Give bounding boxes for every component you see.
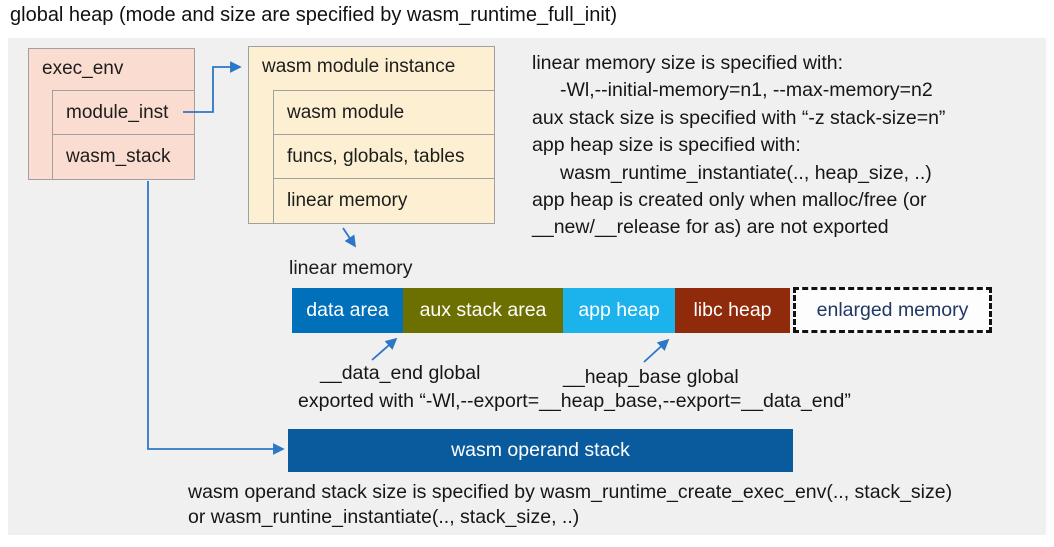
wasm-module-box: wasm module xyxy=(273,90,495,135)
note-line: __new/__release for as) are not exported xyxy=(532,216,889,239)
app-heap-label: app heap xyxy=(578,299,660,321)
heap-base-global-label: __heap_base global xyxy=(563,366,739,388)
wasm-module-label: wasm module xyxy=(287,101,405,123)
wasm-stack-box: wasm_stack xyxy=(52,134,195,180)
bottom-note-line2: or wasm_runtine_instantiate(.., stack_si… xyxy=(188,505,580,528)
exported-with-label: exported with “-Wl,--export=__heap_base,… xyxy=(298,390,851,412)
module-instance-box: wasm module instance wasm module funcs, … xyxy=(248,46,495,224)
wasm-operand-stack-label: wasm operand stack xyxy=(451,439,630,461)
funcs-globals-tables-label: funcs, globals, tables xyxy=(287,145,465,167)
note-line: wasm_runtime_instantiate(.., heap_size, … xyxy=(560,161,932,184)
exec-env-label: exec_env xyxy=(42,58,124,79)
notes-block: linear memory size is specified with: -W… xyxy=(532,50,1037,242)
note-line: aux stack size is specified with “-z sta… xyxy=(532,106,946,129)
module-instance-label: wasm module instance xyxy=(262,56,456,77)
aux-stack-area-segment: aux stack area xyxy=(403,288,563,333)
module-inst-label: module_inst xyxy=(66,101,169,123)
aux-stack-area-label: aux stack area xyxy=(419,299,547,321)
app-heap-segment: app heap xyxy=(563,288,675,333)
linear-memory-row-box: linear memory xyxy=(273,178,495,224)
enlarged-memory-label: enlarged memory xyxy=(816,298,969,321)
libc-heap-label: libc heap xyxy=(693,299,772,321)
enlarged-memory-box: enlarged memory xyxy=(793,287,992,333)
wasm-operand-stack-bar: wasm operand stack xyxy=(288,429,793,472)
note-line: app heap is created only when malloc/fre… xyxy=(532,189,927,212)
note-line: linear memory size is specified with: xyxy=(532,52,844,74)
funcs-globals-tables-box: funcs, globals, tables xyxy=(273,134,495,179)
diagram-title: global heap (mode and size are specified… xyxy=(10,4,617,26)
data-end-global-label: __data_end global xyxy=(320,362,481,384)
bottom-note: wasm operand stack size is specified by … xyxy=(188,480,952,529)
linear-memory-label: linear memory xyxy=(289,257,413,279)
libc-heap-segment: libc heap xyxy=(675,288,790,333)
module-inst-box: module_inst xyxy=(52,90,195,135)
wasm-stack-label: wasm_stack xyxy=(66,146,171,167)
exec-env-box: exec_env module_inst wasm_stack xyxy=(28,48,195,180)
data-area-label: data area xyxy=(306,299,389,321)
linear-memory-bar: data area aux stack area app heap libc h… xyxy=(292,288,790,333)
data-area-segment: data area xyxy=(292,288,403,333)
linear-memory-row-label: linear memory xyxy=(287,190,408,211)
bottom-note-line1: wasm operand stack size is specified by … xyxy=(188,481,953,503)
note-line: app heap size is specified with: xyxy=(532,134,801,157)
note-line: -Wl,--initial-memory=n1, --max-memory=n2 xyxy=(560,79,933,102)
